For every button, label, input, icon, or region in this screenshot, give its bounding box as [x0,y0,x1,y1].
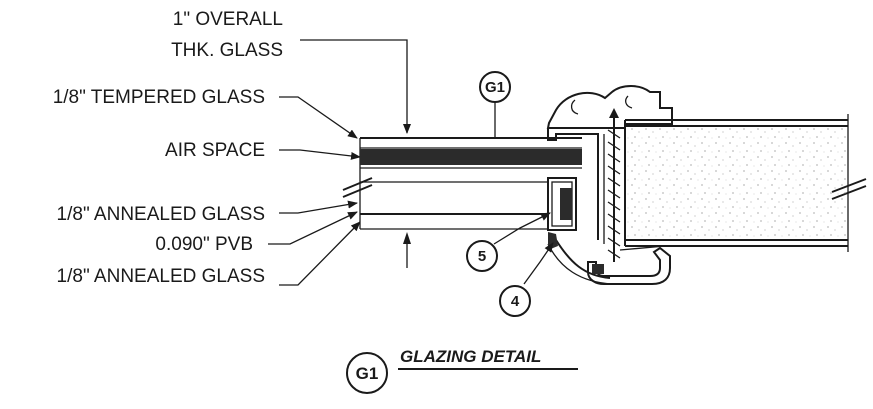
leader-tempered [279,96,358,139]
base-clip [587,245,671,285]
insulated-panel [624,114,849,252]
glazing-stop-extrusion [546,85,673,285]
leader-air-space [279,149,361,160]
dimension-arrow-bottom [403,232,411,268]
callout-4-bubble: 4 [499,242,554,317]
setting-block [547,177,577,231]
glass-break-mark [342,177,373,198]
callout-5-bubble: 5 [466,212,551,272]
leader-pvb [268,211,358,245]
tempered-glass-label: 1/8" TEMPERED GLASS [53,87,265,108]
annealed-glass-top-label: 1/8" ANNEALED GLASS [57,204,265,225]
anchor-screw [607,108,621,262]
title-text: GLAZING DETAIL [400,347,541,366]
title-tag: G1 [356,364,379,383]
callout-4-text: 4 [511,293,520,310]
annealed-glass-bottom-label: 1/8" ANNEALED GLASS [57,266,265,287]
detail-title: G1 GLAZING DETAIL [346,347,578,394]
callout-g1-bubble: G1 [479,71,511,138]
pvb-label: 0.090" PVB [155,234,253,255]
leader-annealed-top [279,200,358,214]
overall-thickness-label-line2: THK. GLASS [171,40,283,61]
leader-overall [300,39,411,134]
air-space-layer [360,149,582,165]
air-space-label: AIR SPACE [165,140,265,161]
callout-g1-text: G1 [485,79,505,96]
leader-annealed-bottom [279,221,361,286]
callout-5-text: 5 [478,248,486,265]
tempered-glass-layer [360,137,582,149]
annealed-glass-top-layer [360,167,582,183]
overall-thickness-label-line1: 1" OVERALL [173,9,283,30]
